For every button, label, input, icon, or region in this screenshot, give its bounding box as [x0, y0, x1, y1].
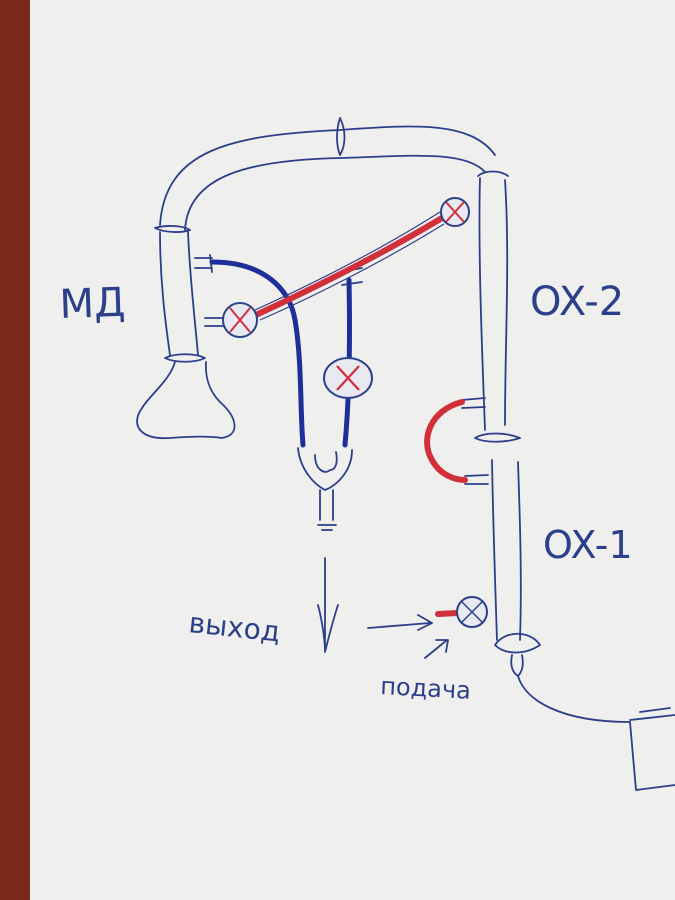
red-tube-diagonal — [255, 215, 445, 317]
feed-arrow-1 — [367, 614, 433, 631]
red-tube-outline — [254, 211, 445, 321]
top-joint — [336, 117, 346, 156]
valve-left — [222, 302, 258, 338]
column-joint-mid — [474, 432, 521, 443]
left-valve-stub — [204, 317, 226, 327]
valve-center — [323, 357, 373, 399]
outlet-tube — [517, 675, 631, 723]
hook-fitting-top — [461, 397, 486, 409]
exit-arrow — [317, 557, 339, 653]
flask-md — [136, 361, 236, 439]
label-ox1: OX-1 — [543, 523, 633, 567]
right-column-ox2 — [478, 177, 509, 431]
y-junction — [297, 447, 353, 491]
y-stem — [317, 489, 337, 531]
label-md: МД — [59, 280, 126, 328]
label-feed: подача — [380, 672, 472, 705]
right-column-ox1 — [491, 459, 522, 641]
table-edge — [0, 0, 30, 900]
right-column-top-cap — [477, 170, 509, 177]
red-hook-tube — [424, 399, 468, 483]
valve-top-right — [440, 197, 470, 227]
left-joint-top — [154, 225, 191, 233]
valve-feed — [456, 596, 488, 628]
blue-tube-left — [209, 259, 306, 448]
feed-arrow-2 — [424, 639, 449, 659]
label-ox2: OX-2 — [530, 279, 624, 325]
red-feed-stub — [435, 610, 461, 617]
hook-fitting-bottom — [464, 474, 489, 485]
receiver-box — [629, 714, 675, 791]
top-arch-pipe — [159, 125, 496, 231]
left-tube — [159, 231, 199, 356]
left-joint-bottom — [164, 353, 206, 363]
bottom-flask — [494, 632, 541, 654]
receiver-cap — [639, 707, 671, 713]
